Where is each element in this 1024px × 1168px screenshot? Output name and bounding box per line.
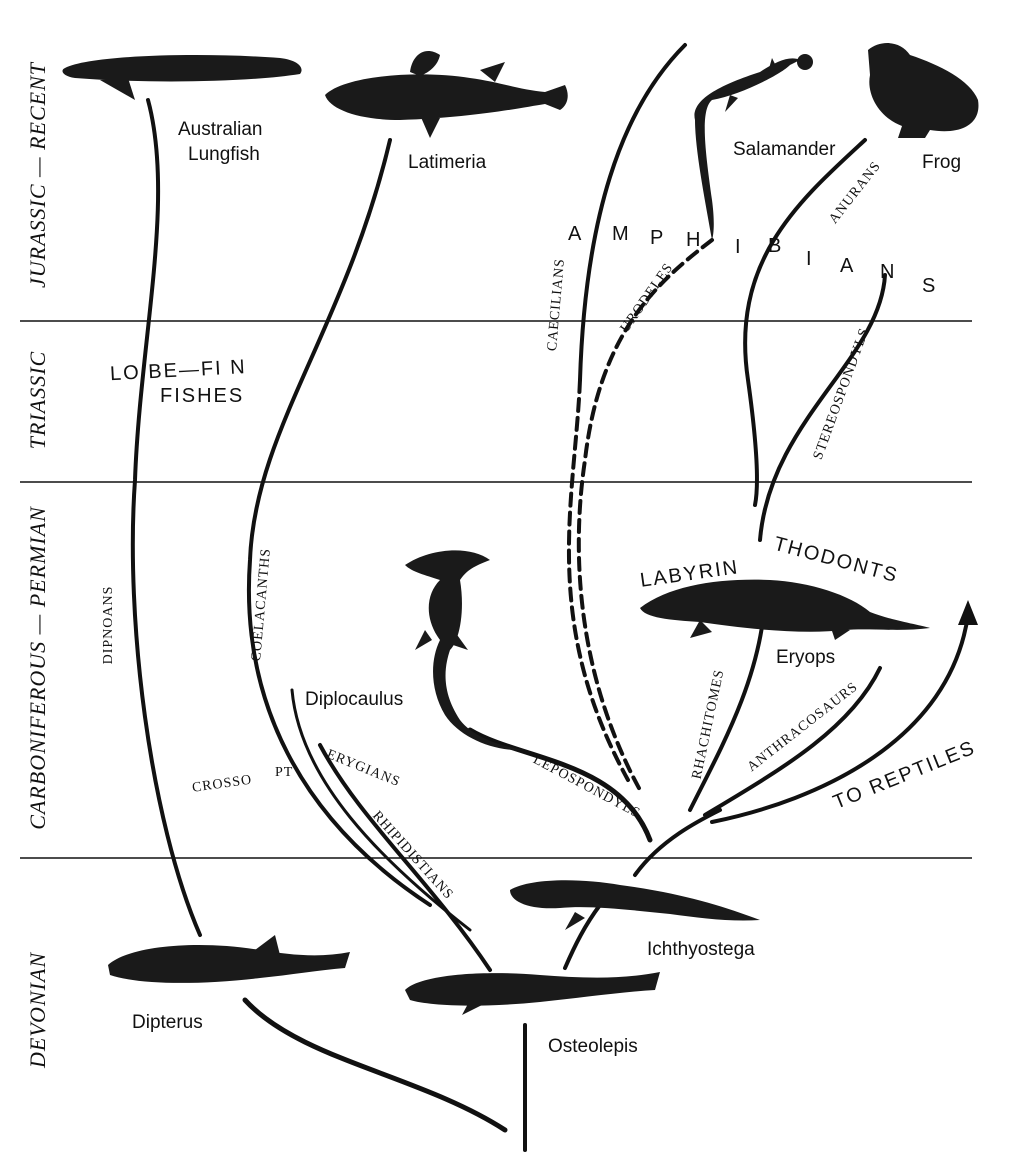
rhipidistians-label: RHIPIDISTIANS <box>369 809 456 903</box>
stereospondyls-line <box>758 273 887 542</box>
rhachitomes-line <box>688 598 767 812</box>
dipnoans-line <box>130 98 202 937</box>
labyrinthodonts-label-part2: THODONTS <box>771 533 901 587</box>
urodeles-dashed-line <box>576 238 714 792</box>
lepospondyls-line <box>467 727 653 843</box>
anthracosaurs-line <box>703 666 882 817</box>
australian-lungfish-label-line2: Lungfish <box>188 144 260 165</box>
caecilians-dashed-line <box>566 378 630 782</box>
osteolepis-silhouette <box>405 972 660 1015</box>
amphibians-letter-h: H <box>686 229 702 251</box>
latimeria-label: Latimeria <box>408 152 487 173</box>
period-label-carboniferous-permian: CARBONIFEROUS — PERMIAN <box>25 506 50 830</box>
rhachitomes-label: RHACHITOMES <box>690 668 728 781</box>
frog-silhouette <box>868 43 979 138</box>
amphibians-letter-s: S <box>922 275 937 297</box>
eryops-silhouette <box>640 579 930 640</box>
to-reptiles-arrowhead <box>958 600 978 625</box>
period-label-triassic: TRIASSIC <box>25 351 50 449</box>
latimeria-silhouette <box>325 51 568 138</box>
crossopterygians-line <box>290 688 472 932</box>
period-label-devonian: DEVONIAN <box>25 952 50 1069</box>
dipterus-base-line <box>242 997 508 1133</box>
amphibians-letter-i1: I <box>735 236 743 258</box>
crossopterygians-label-part2: PT <box>275 765 293 780</box>
coelacanths-label: COELACANTHS <box>249 547 274 662</box>
anurans-line <box>743 138 867 507</box>
ichthyostega-label: Ichthyostega <box>647 939 755 960</box>
caecilians-solid-line <box>578 43 687 382</box>
crossopterygians-label-part1: CROSSO <box>191 773 253 796</box>
osteolepis-label: Osteolepis <box>548 1036 638 1057</box>
amphibians-letter-b: B <box>768 235 783 257</box>
australian-lungfish-silhouette <box>62 55 302 100</box>
anthracosaurs-label: ANTHRACOSAURS <box>745 679 861 775</box>
amphibians-letter-n: N <box>880 261 896 283</box>
amphibians-letter-i2: I <box>806 248 814 270</box>
amphibians-letter-p: P <box>650 227 665 249</box>
australian-lungfish-label-line1: Australian <box>178 119 263 140</box>
to-reptiles-label: TO REPTILES <box>830 737 979 814</box>
dipterus-silhouette <box>108 935 350 983</box>
diplocaulus-label: Diplocaulus <box>305 689 403 710</box>
stereospondyls-label: STEREOSPONDYLS <box>811 326 873 462</box>
dipnoans-label: DIPNOANS <box>101 586 116 665</box>
salamander-label: Salamander <box>733 139 836 160</box>
urodeles-label: URODELES <box>618 260 677 335</box>
ichthyostega-silhouette <box>510 880 760 930</box>
lobe-fin-label-line2: FISHES <box>160 385 244 407</box>
diplocaulus-silhouette <box>405 550 525 751</box>
amphibians-letter-a: A <box>568 223 583 245</box>
lobe-fin-label-line1: LO BE—FI N <box>110 356 248 385</box>
frog-label: Frog <box>922 152 961 173</box>
ichthyostega-radiation-line <box>633 808 722 877</box>
amphibians-letter-m: M <box>612 223 631 245</box>
amphibians-letter-a2: A <box>840 255 855 277</box>
eryops-label: Eryops <box>776 647 835 668</box>
dipterus-label: Dipterus <box>132 1012 203 1033</box>
period-label-jurassic-recent: JURASSIC — RECENT <box>25 61 50 288</box>
caecilians-label: CAECILIANS <box>545 258 568 352</box>
coelacanths-line <box>247 138 432 907</box>
osteolepis-ichthyostega-line <box>563 903 602 970</box>
rhipidistians-line <box>318 743 492 972</box>
salamander-silhouette <box>694 54 813 240</box>
to-reptiles-line <box>710 613 970 824</box>
